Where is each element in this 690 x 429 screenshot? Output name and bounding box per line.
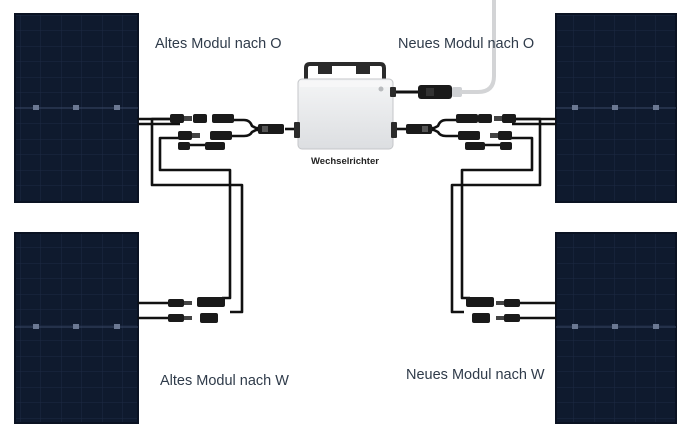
label-inverter: Wechselrichter <box>311 156 379 167</box>
panel-old-east <box>14 13 139 203</box>
label-new-module-east: Neues Modul nach O <box>398 36 535 52</box>
panel-new-east <box>555 13 677 203</box>
mc4-connectors-left <box>168 114 284 323</box>
label-old-module-east: Altes Modul nach O <box>155 36 282 52</box>
panel-new-west <box>555 232 677 424</box>
ac-cable <box>392 0 496 99</box>
label-old-module-west: Altes Modul nach W <box>160 373 289 389</box>
inverter-icon <box>294 62 397 150</box>
mc4-connector-icon <box>170 114 184 123</box>
mc4-connectors-right <box>406 114 520 323</box>
right-cables <box>392 117 556 320</box>
label-new-module-west: Neues Modul nach W <box>406 367 545 383</box>
panel-old-west <box>14 232 139 424</box>
ac-plug-icon <box>418 85 452 99</box>
